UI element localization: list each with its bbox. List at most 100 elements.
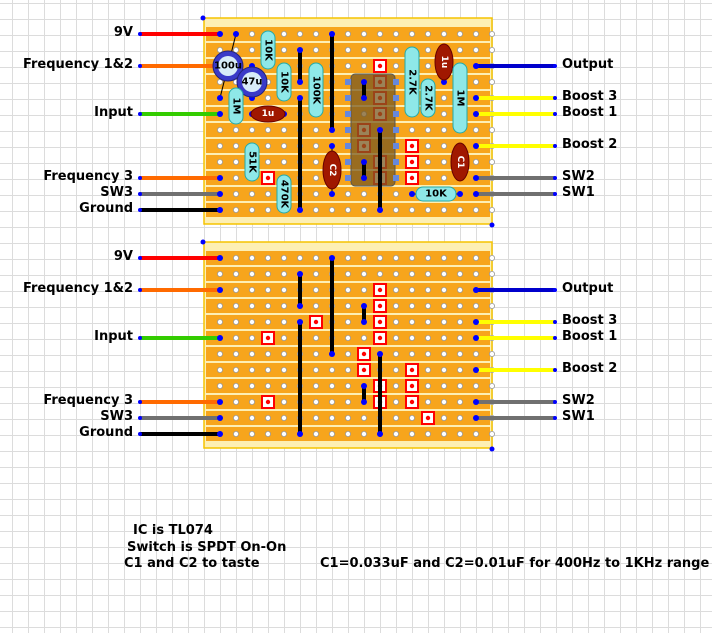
hole (456, 366, 463, 373)
hole (472, 206, 479, 213)
wire-end-dot (138, 416, 142, 420)
hole (440, 398, 447, 405)
hole (424, 382, 431, 389)
hole (280, 30, 287, 37)
ic-pin (393, 143, 399, 149)
hole (392, 414, 399, 421)
hole (280, 158, 287, 165)
jumper-end (361, 175, 367, 181)
hole (488, 30, 495, 37)
hole (312, 206, 319, 213)
jumper-end (329, 127, 335, 133)
hole (360, 47, 367, 54)
label-right: Boost 1 (562, 329, 618, 344)
ic-pin (345, 159, 351, 165)
hole (472, 350, 479, 357)
hole (328, 414, 335, 421)
hole (472, 158, 479, 165)
ic-pin (345, 79, 351, 85)
hole (344, 286, 351, 293)
component-label: 47u (241, 77, 262, 88)
jumper-end (361, 303, 367, 309)
hole (408, 127, 415, 134)
hole (360, 286, 367, 293)
lead-dot (217, 95, 223, 101)
hole (424, 254, 431, 261)
hole (232, 254, 239, 261)
track-cut-dot (361, 367, 367, 373)
wire-end-dot (473, 63, 479, 69)
hole (216, 366, 223, 373)
hole (328, 382, 335, 389)
wire-end-dot (473, 175, 479, 181)
hole (488, 79, 495, 86)
hole (264, 142, 271, 149)
hole (440, 366, 447, 373)
hole (360, 30, 367, 37)
hole (328, 398, 335, 405)
hole (312, 398, 319, 405)
hole (360, 430, 367, 437)
hole (344, 63, 351, 70)
hole (456, 302, 463, 309)
hole (376, 30, 383, 37)
hole (280, 286, 287, 293)
wire-end-dot (553, 320, 557, 324)
hole (440, 142, 447, 149)
jumper-end (361, 383, 367, 389)
hole (280, 318, 287, 325)
wire-end-dot (473, 191, 479, 197)
hole (424, 302, 431, 309)
label-right: Boost 3 (562, 313, 618, 328)
hole (440, 158, 447, 165)
stripboard-bare (138, 239, 557, 452)
hole (408, 414, 415, 421)
hole (280, 350, 287, 357)
label-right: Output (562, 57, 614, 72)
hole (360, 190, 367, 197)
hole (376, 254, 383, 261)
ic-pin (393, 159, 399, 165)
jumper-end (297, 271, 303, 277)
hole (440, 350, 447, 357)
track-cut-dot (265, 175, 271, 181)
hole (424, 366, 431, 373)
hole (440, 206, 447, 213)
label-left: Ground (79, 201, 133, 216)
resistor-1M (452, 62, 468, 134)
label-left: 9V (113, 25, 133, 40)
hole (424, 206, 431, 213)
hole (456, 270, 463, 277)
track-cut-dot (361, 351, 367, 357)
resistor-10K (415, 186, 457, 202)
wire-end-dot (473, 335, 479, 341)
hole (264, 206, 271, 213)
hole (312, 127, 319, 134)
hole (440, 430, 447, 437)
hole (344, 270, 351, 277)
electrolytic-top (242, 72, 262, 92)
hole (456, 47, 463, 54)
hole (488, 47, 495, 54)
hole (232, 286, 239, 293)
hole (232, 414, 239, 421)
hole (216, 382, 223, 389)
track-cut-dot (409, 367, 415, 373)
hole (248, 270, 255, 277)
hole (408, 270, 415, 277)
label-left: Frequency 1&2 (22, 57, 133, 72)
label-right: SW1 (562, 409, 595, 424)
hole (488, 430, 495, 437)
resistor-10K (260, 30, 276, 70)
hole (264, 430, 271, 437)
hole (248, 398, 255, 405)
hole (424, 286, 431, 293)
hole (248, 206, 255, 213)
jumper-end (297, 319, 303, 325)
hole (456, 382, 463, 389)
hole (280, 414, 287, 421)
label-left: SW3 (100, 185, 133, 200)
hole (232, 350, 239, 357)
hole (216, 142, 223, 149)
